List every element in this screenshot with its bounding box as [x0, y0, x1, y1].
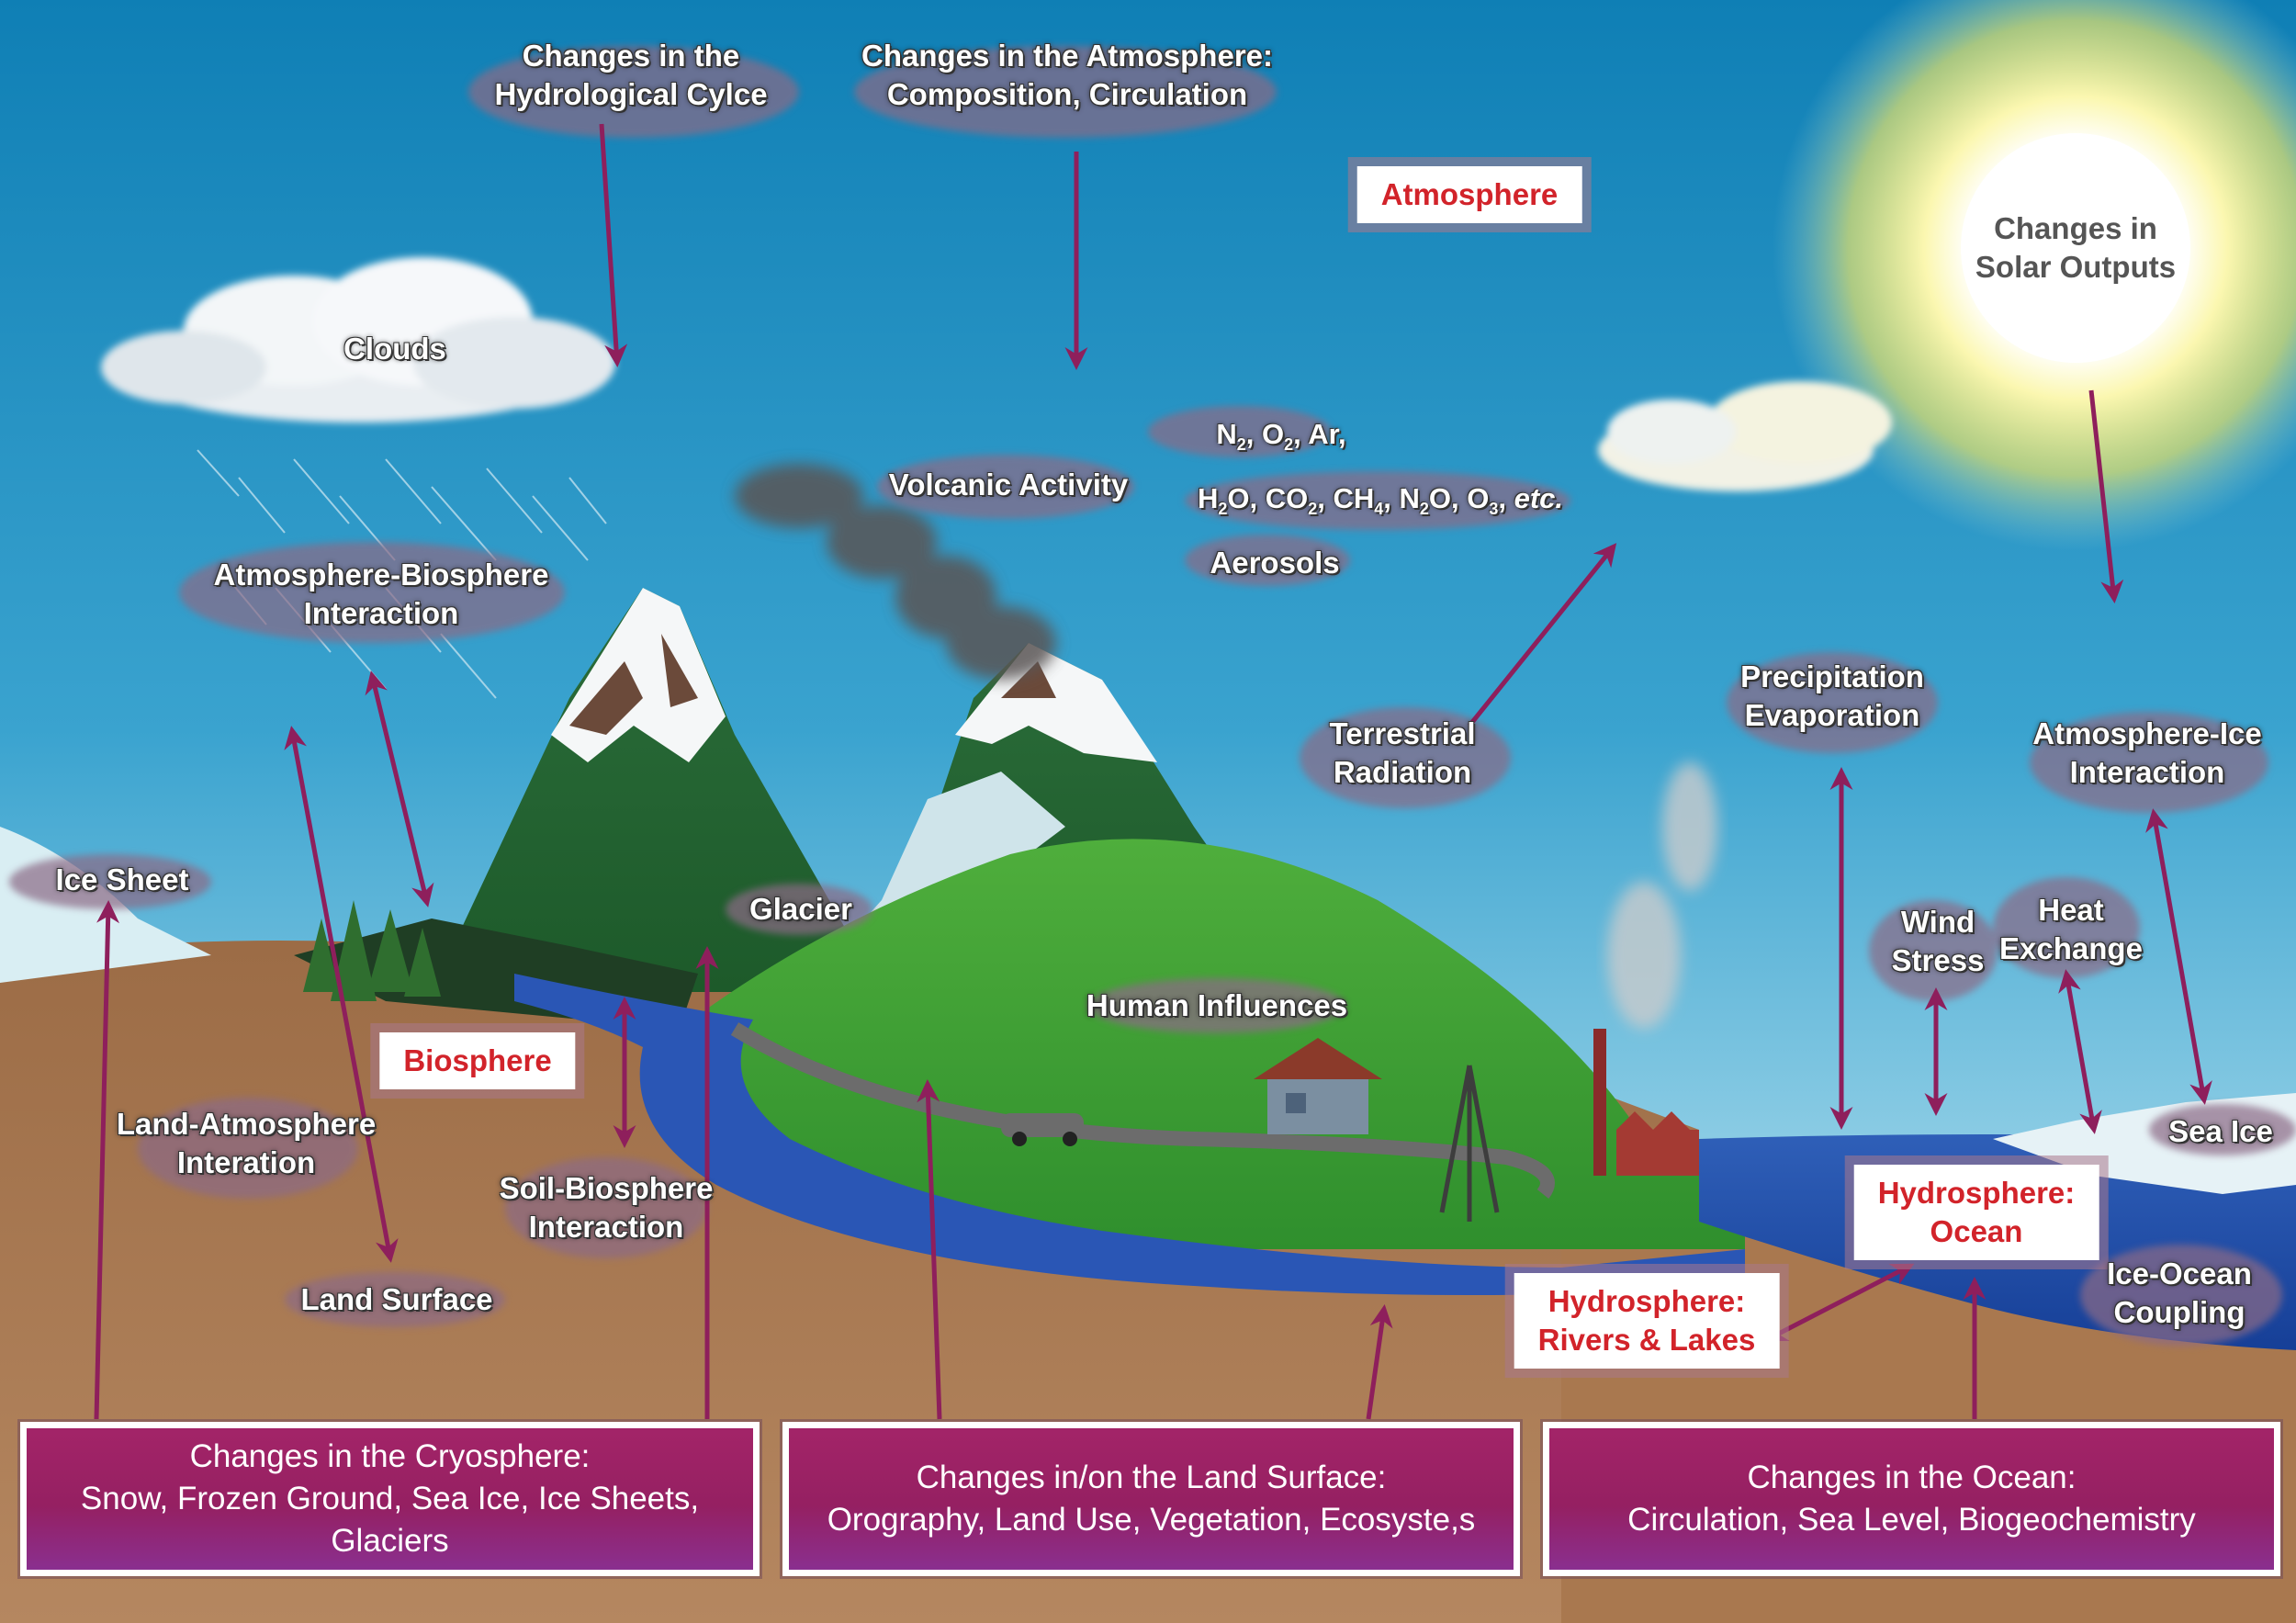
label-glacier: Glacier: [749, 892, 852, 926]
arrow-ocean-rivers: [1763, 1263, 1915, 1342]
label-gases-line2: H2O, CO2, CH4, N2O, O3, etc.: [1197, 481, 1564, 519]
label-volcanic-activity: Volcanic Activity: [888, 468, 1129, 502]
arrow-solar: [2088, 389, 2124, 603]
arrow-atmo-bio: [365, 671, 434, 907]
label-blobs: [9, 46, 2296, 1346]
box-ocean-changes: Changes in the Ocean:Circulation, Sea Le…: [1543, 1422, 2280, 1576]
label-ice-sheet: Ice Sheet: [55, 862, 189, 896]
label-human-influences: Human Influences: [1086, 988, 1348, 1022]
arrow-heat: [2058, 969, 2102, 1134]
arrows: [94, 123, 2212, 1420]
cloud-left: [101, 257, 615, 423]
label-gases-line1: N2, O2, Ar,: [1216, 417, 1346, 455]
arrow-cryo-ice: [94, 900, 120, 1420]
factory: [1593, 1029, 1699, 1176]
box-hydrosphere-rivers: Hydrosphere:Rivers & Lakes: [1514, 1273, 1780, 1369]
box-land-surface-changes: Changes in/on the Land Surface:Orography…: [782, 1422, 1520, 1576]
arrow-land-human: [917, 1079, 942, 1420]
box-cryosphere-changes: Changes in the Cryosphere:Snow, Frozen G…: [20, 1422, 760, 1576]
label-aerosols: Aerosols: [1210, 546, 1340, 580]
label-clouds: Clouds: [343, 332, 446, 366]
box-hydrosphere-ocean: Hydrosphere:Ocean: [1853, 1165, 2099, 1260]
arrow-hydrological: [599, 123, 628, 367]
house: [1254, 1038, 1382, 1134]
factory-smoke: [1607, 762, 1717, 1029]
windmill: [1439, 1065, 1500, 1222]
box-biosphere: Biosphere: [379, 1032, 576, 1089]
arrow-terrestrial: [1468, 543, 1617, 727]
box-atmosphere: Atmosphere: [1356, 166, 1582, 223]
label-sea-ice: Sea Ice: [2168, 1114, 2273, 1148]
car: [1001, 1113, 1084, 1146]
arrow-atmo-ice: [2145, 808, 2212, 1105]
cloud-right: [1598, 381, 1892, 491]
river: [514, 974, 1745, 1295]
label-atmosphere-changes: Changes in the Atmosphere:Composition, C…: [861, 39, 1273, 111]
label-land-surface: Land Surface: [300, 1282, 493, 1316]
volcanic-smoke: [735, 464, 1056, 680]
green-hill: [680, 839, 1745, 1249]
arrow-land-atmo: [284, 726, 399, 1263]
arrow-land-surface: [1366, 1304, 1393, 1420]
